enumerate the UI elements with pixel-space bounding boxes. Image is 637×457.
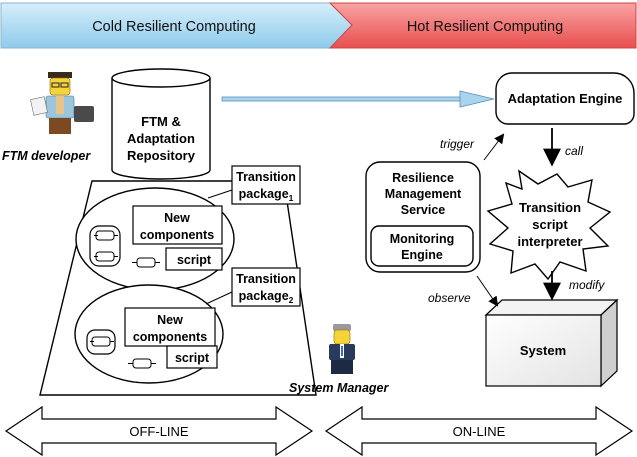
hot-banner	[328, 2, 637, 49]
interpreter-line1: Transition	[519, 200, 581, 215]
new-components-1-line1: New	[164, 211, 190, 225]
script-component-icon-2	[128, 358, 156, 369]
script-1-label: script	[177, 253, 212, 267]
script-component-icon	[132, 257, 160, 268]
system-label: System	[520, 343, 566, 358]
transition-package-2-box	[231, 267, 301, 307]
new-components-box-1	[132, 205, 223, 245]
new-components-2-line2: components	[133, 330, 207, 344]
monitoring-engine-box	[370, 225, 474, 267]
component-icon	[94, 230, 118, 241]
new-components-box-2	[124, 307, 216, 347]
ftm-developer-figure	[30, 72, 94, 134]
system-manager-figure	[329, 324, 355, 374]
online-arrow	[324, 405, 634, 457]
resilience-service-line1: Resilience	[392, 171, 454, 185]
interpreter-line3: interpreter	[517, 234, 582, 249]
adaptation-engine-label: Adaptation Engine	[508, 91, 623, 106]
new-components-2-line1: New	[157, 313, 183, 327]
modify-label: modify	[569, 278, 605, 292]
script-box-2	[166, 345, 218, 369]
offline-arrow	[4, 405, 314, 457]
repository-label-line1: FTM &	[141, 114, 181, 129]
interpreter-line2: script	[532, 217, 568, 232]
hot-banner-label: Hot Resilient Computing	[407, 19, 563, 35]
repository-cylinder: FTM & Adaptation Repository	[111, 68, 211, 180]
new-components-1-line2: components	[140, 228, 214, 242]
cold-banner-label: Cold Resilient Computing	[92, 19, 256, 35]
script-box-1	[165, 247, 223, 271]
transition-package-1-line1: Transition	[236, 170, 296, 184]
transition-package-2-line2: package2	[239, 289, 294, 305]
system-manager-label: System Manager	[289, 381, 389, 395]
transition-package-1-box	[231, 165, 301, 205]
interpreter-star	[486, 169, 612, 281]
monitoring-engine-line2: Engine	[401, 248, 443, 262]
online-label: ON-LINE	[453, 424, 506, 439]
observe-label: observe	[428, 291, 471, 305]
banner: Cold Resilient Computing Hot Resilient C…	[0, 2, 637, 49]
ftm-developer-label: FTM developer	[2, 149, 91, 163]
deploy-arrow	[221, 90, 495, 108]
component-icon	[90, 336, 114, 347]
trigger-label: trigger	[440, 137, 475, 151]
transition-package-2-line1: Transition	[236, 272, 296, 286]
monitoring-engine-line1: Monitoring	[390, 232, 455, 246]
resilience-service-line2: Management	[385, 187, 462, 201]
trigger-arrow	[483, 133, 505, 161]
repository-label-line2: Adaptation	[127, 131, 195, 146]
transition-package-1-line2: package1	[239, 187, 294, 203]
observe-arrow	[476, 275, 499, 307]
system-box	[484, 298, 619, 388]
repository-label-line3: Repository	[127, 148, 196, 163]
script-2-label: script	[175, 351, 210, 365]
component-icon	[94, 251, 118, 262]
adaptation-engine-box	[495, 72, 635, 125]
call-label: call	[565, 144, 583, 158]
resilience-service-line3: Service	[401, 203, 446, 217]
offline-label: OFF-LINE	[129, 424, 189, 439]
